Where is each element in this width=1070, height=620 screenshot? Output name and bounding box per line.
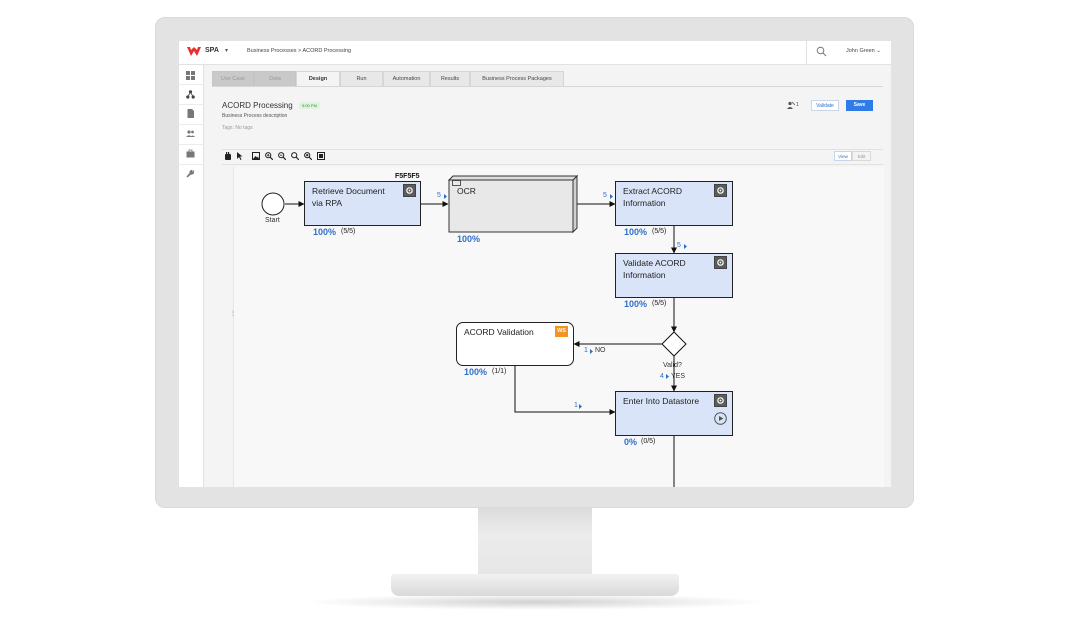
tab-run[interactable]: Run (340, 71, 383, 86)
zoom-in-icon[interactable] (265, 152, 273, 160)
monitor-shadow (300, 594, 770, 610)
gear-icon[interactable] (714, 394, 727, 407)
task-acord-validation[interactable] (456, 322, 574, 366)
zoom-fit-icon[interactable] (304, 152, 312, 160)
brand-logo-icon[interactable] (187, 47, 201, 57)
document-icon[interactable] (186, 109, 195, 118)
wrench-icon[interactable] (186, 169, 195, 178)
ws-badge-icon: WS (555, 326, 568, 337)
brand-name[interactable]: SPA (205, 47, 219, 54)
top-bar: SPA ▾ Business Processes > ACORD Process… (179, 41, 891, 65)
validate-percent: 100% (624, 299, 648, 309)
count-to-extract: 5 (603, 192, 607, 199)
task-label: Information (623, 270, 666, 280)
user-menu[interactable]: John Green ⌄ (846, 48, 881, 54)
process-description: Business Process description (222, 113, 288, 119)
view-mode-button[interactable]: View (834, 151, 852, 161)
zoom-actual-icon[interactable] (291, 152, 299, 160)
tab-automation[interactable]: Automation (383, 71, 430, 86)
users-icon[interactable] (186, 129, 195, 138)
count-to-validate: 5 (677, 242, 681, 249)
divider (806, 41, 807, 64)
briefcase-icon[interactable] (186, 149, 195, 158)
count-yes-branch: 4 (660, 373, 664, 380)
tab-design[interactable]: Design (296, 71, 340, 86)
breadcrumb[interactable]: Business Processes > ACORD Processing (247, 48, 352, 54)
tab-business-process-packages[interactable]: Business Process Packages (470, 71, 564, 86)
hand-icon[interactable] (224, 152, 232, 160)
task-label: Validate ACORD (623, 258, 686, 268)
user-name: John Green (846, 48, 875, 54)
start-label: Start (265, 217, 280, 224)
divider (179, 124, 203, 125)
pointer-icon[interactable] (236, 152, 244, 160)
extract-fraction: (5/5) (652, 228, 667, 235)
extract-percent: 100% (624, 227, 648, 237)
ocr-label: OCR (457, 186, 476, 196)
task-label: via RPA (312, 198, 343, 208)
tab-underline (212, 86, 883, 87)
validate-fraction: (5/5) (652, 300, 667, 307)
page-title: ACORD Processing (222, 101, 293, 110)
tab-results[interactable]: Results (430, 71, 470, 86)
fullscreen-icon[interactable] (317, 152, 325, 160)
screen: SPA ▾ Business Processes > ACORD Process… (179, 41, 891, 487)
zoom-out-icon[interactable] (278, 152, 286, 160)
acord-validation-fraction: (1/1) (492, 368, 507, 375)
count-to-ocr: 5 (437, 192, 441, 199)
count-to-datastore: 1 (574, 402, 578, 409)
gear-icon[interactable] (714, 256, 727, 269)
chevron-down-icon[interactable]: ▾ (225, 48, 229, 54)
acord-validation-label: ACORD Validation (464, 327, 534, 337)
retrieve-fraction: (5/5) (341, 228, 356, 235)
monitor-base (391, 574, 679, 596)
edit-mode-button[interactable]: Edit (852, 151, 871, 161)
ocr-marker-icon (452, 180, 461, 186)
tab-use-case[interactable]: Use Case (212, 71, 254, 86)
no-branch-label: NO (595, 347, 606, 354)
dashboard-icon[interactable] (186, 71, 195, 80)
divider (179, 84, 203, 85)
datastore-label: Enter Into Datastore (623, 396, 700, 406)
task-retrieve-document[interactable] (304, 181, 421, 226)
gear-icon[interactable] (714, 184, 727, 197)
task-enter-datastore[interactable] (615, 391, 733, 436)
task-extract-acord[interactable] (615, 181, 733, 226)
save-button[interactable]: Save (846, 100, 873, 111)
chevron-down-icon: ⌄ (876, 48, 881, 54)
task-validate-acord[interactable] (615, 253, 733, 298)
divider (179, 144, 203, 145)
monitor-neck (478, 508, 592, 576)
divider (179, 104, 203, 105)
task-label: Retrieve Document (312, 186, 385, 196)
divider (179, 164, 203, 165)
task-label: Information (623, 198, 666, 208)
process-flow-icon[interactable] (186, 90, 195, 99)
search-icon[interactable] (816, 46, 827, 57)
gateway-label: Valid? (663, 362, 682, 369)
datastore-percent: 0% (624, 437, 638, 447)
process-tags[interactable]: Tags: No tags (222, 125, 253, 131)
ocr-percent: 100% (457, 234, 481, 244)
main-content: Use Case Data Design Run Automation Resu… (204, 65, 891, 487)
acord-validation-percent: 100% (464, 367, 488, 377)
play-icon[interactable] (714, 412, 727, 425)
retrieve-percent: 100% (313, 227, 337, 237)
tab-data[interactable]: Data (254, 71, 296, 86)
time-badge: 5:00 PM (299, 102, 320, 109)
sidebar (179, 65, 204, 487)
yes-branch-label: YES (671, 373, 686, 380)
approver-count: 1 (796, 102, 799, 108)
validate-button[interactable]: Validate (811, 100, 839, 111)
resize-handle[interactable]: ⋮ (230, 311, 236, 317)
gear-icon[interactable] (403, 184, 416, 197)
color-tag: F5F5F5 (395, 173, 420, 180)
count-no-branch: 1 (584, 347, 588, 354)
task-label: Extract ACORD (623, 186, 683, 196)
approver-icon[interactable] (787, 101, 795, 109)
diagram-toolbar (222, 149, 883, 165)
image-icon[interactable] (252, 152, 260, 160)
datastore-fraction: (0/5) (641, 438, 656, 445)
